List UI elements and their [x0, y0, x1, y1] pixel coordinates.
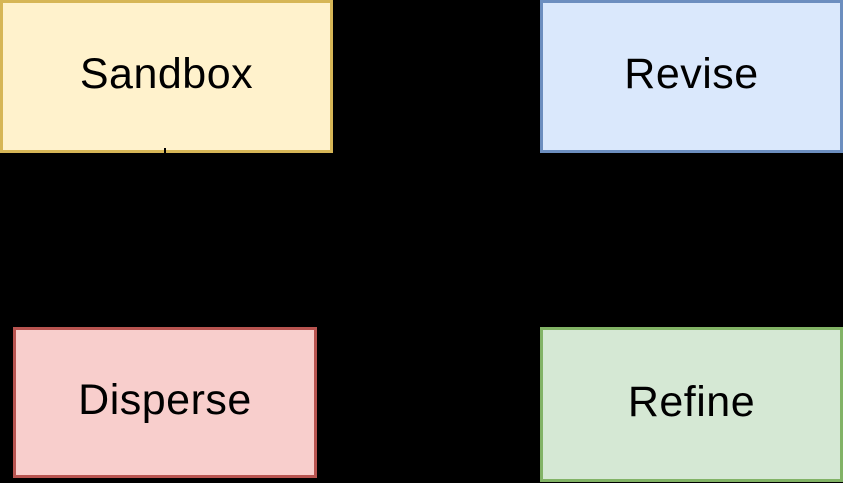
node-disperse[interactable]: Disperse	[13, 327, 317, 478]
node-revise[interactable]: Revise	[540, 0, 843, 153]
connector-stub	[164, 148, 166, 154]
node-sandbox-label: Sandbox	[79, 50, 254, 98]
node-disperse-label: Disperse	[78, 376, 252, 424]
node-refine[interactable]: Refine	[540, 327, 843, 482]
node-revise-label: Revise	[624, 50, 759, 98]
node-sandbox[interactable]: Sandbox	[0, 0, 333, 153]
node-refine-label: Refine	[627, 378, 756, 426]
